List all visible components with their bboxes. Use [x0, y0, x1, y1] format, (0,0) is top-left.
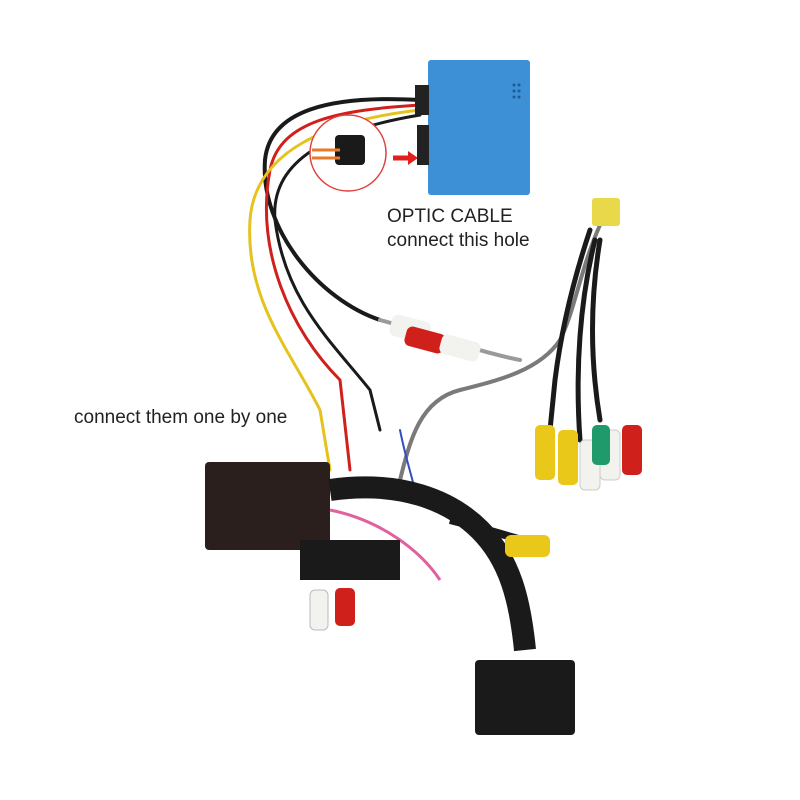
- optic-cable-caption: OPTIC CABLE: [387, 206, 513, 227]
- rca-pair-lower: [309, 588, 355, 631]
- connect-one-by-one-caption: connect them one by one: [74, 407, 288, 428]
- yellow-connector: [592, 198, 620, 226]
- optical-module: [428, 60, 530, 195]
- iso-connector: [300, 540, 400, 580]
- main-vehicle-connector: [475, 660, 575, 735]
- rca-pair-center: [389, 314, 481, 362]
- camera-rca: [505, 535, 550, 557]
- connect-hole-caption: connect this hole: [387, 230, 530, 251]
- canbus-box: [205, 462, 330, 550]
- rca-cluster-right: [535, 425, 642, 491]
